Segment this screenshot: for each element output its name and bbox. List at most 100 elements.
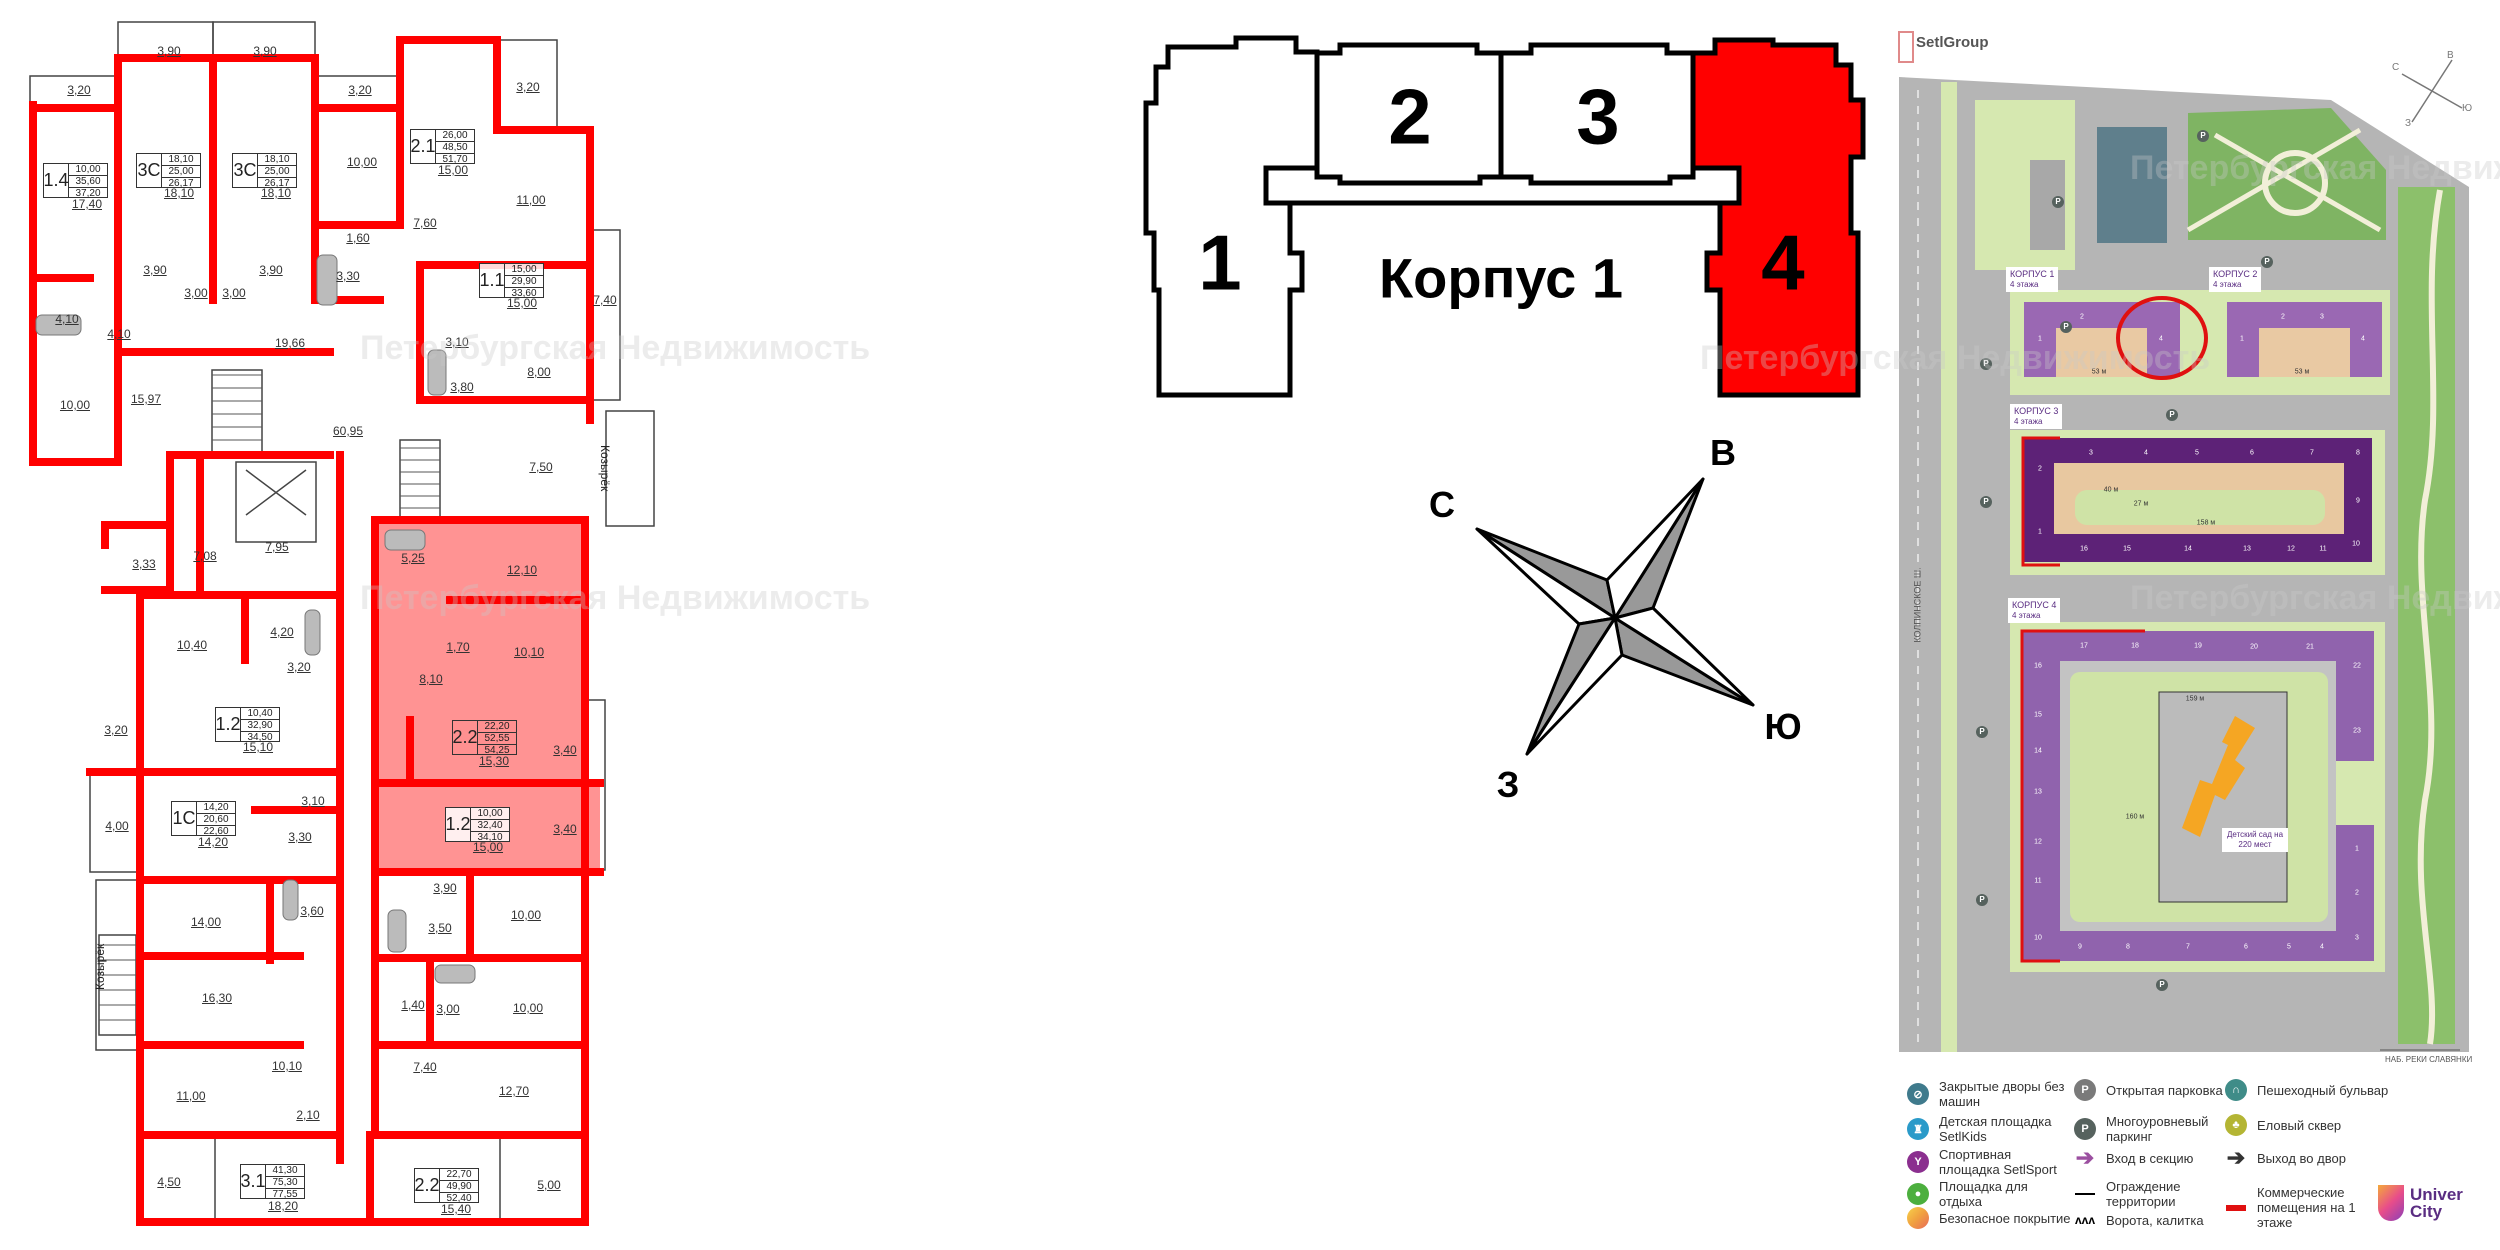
apartment-area-value: 20,60 [197, 814, 235, 826]
apartment-area-value: 32,90 [241, 720, 279, 732]
korpus-2-building [2227, 302, 2382, 377]
building-section-number: 10 [2352, 540, 2360, 548]
building-section-number: 1 [2038, 528, 2042, 536]
apartment-area-value: 51,70 [442, 154, 468, 165]
room-area-label: 4,50 [157, 1175, 181, 1189]
room-area-label: 4,10 [107, 327, 131, 341]
apartment-area-value: 35,60 [69, 176, 107, 188]
section-entrance-arrow-icon: ➔ [2075, 1145, 2095, 1170]
apartment-area-value: 26,17 [168, 178, 194, 189]
kindergarten-building [2182, 716, 2255, 837]
key-plan-section-4[interactable] [1690, 37, 1866, 398]
kindergarten-label: Детский сад на 220 мест [2222, 828, 2288, 852]
setlgroup-logo: SetlGroup [1916, 34, 1989, 51]
room-area-label: 3,00 [436, 1002, 460, 1016]
room-area-label: 15,97 [130, 392, 162, 406]
apartment-type: 2.2 [414, 1169, 440, 1202]
room-area-label: 18,10 [260, 186, 292, 200]
bathtub-icon [384, 529, 426, 551]
building-section-number: 17 [2080, 642, 2088, 650]
room-area-label: 5,25 [401, 551, 425, 565]
building-section-number: 15 [2123, 545, 2131, 553]
apartment-type: 2.1 [410, 130, 436, 163]
building-section-number: 20 [2250, 643, 2258, 651]
room-area-label: 3,10 [445, 335, 469, 349]
dimension-label: 40 м [2103, 486, 2119, 494]
key-plan-section-3[interactable] [1498, 42, 1696, 186]
univer-city-logo-text: Univer City [2410, 1185, 2463, 1221]
legend-label: Закрытые дворы без машин [1939, 1079, 2065, 1109]
building-section-number: 2 [2038, 465, 2042, 473]
apartment-area-value: 29,90 [505, 276, 543, 288]
apartment-area-value: 52,55 [478, 733, 516, 745]
parking-icon: P [2261, 256, 2273, 268]
room-area-label: 7,08 [193, 549, 217, 563]
room-area-label: 14,20 [197, 835, 229, 849]
apartment-area-value: 25,00 [162, 166, 200, 178]
building-section-number: 9 [2078, 943, 2082, 951]
legend-item: ➔Выход во двор [2225, 1145, 2392, 1170]
apartment-area-value: 41,30 [266, 1165, 304, 1177]
room-area-label: 18,20 [267, 1199, 299, 1213]
building-section-number: 8 [2356, 449, 2360, 457]
legend-label: Многоуровневый паркинг [2106, 1114, 2209, 1144]
apartment-area-value: 34,50 [247, 732, 273, 743]
room-area-label: 3,90 [259, 263, 283, 277]
compass-rose: С В Ю З [1400, 430, 1820, 810]
room-area-label: 7,50 [529, 460, 553, 474]
building-section-number: 1 [2038, 335, 2042, 343]
safe-surface-icon [1907, 1207, 1929, 1229]
key-plan-section-1[interactable] [1143, 35, 1320, 398]
commercial-premises-icon [2225, 1197, 2247, 1219]
compass-east-label: В [1710, 432, 1736, 473]
apartment-type: 1.2 [445, 808, 471, 841]
parking-icon: P [2052, 196, 2064, 208]
apartment-area-value: 26,00 [436, 130, 474, 142]
room-area-label: 3,90 [157, 44, 181, 58]
building-section-number: 5 [2287, 943, 2291, 951]
balcony [589, 229, 621, 401]
commercial-premises-marker [2021, 436, 2060, 567]
room-area-label: 7,95 [265, 540, 289, 554]
building-section-number: 4 [2320, 943, 2324, 951]
legend-label: Ограждение территории [2106, 1179, 2181, 1209]
building-section-number: 16 [2034, 662, 2042, 670]
pedestrian-boulevard-icon: ∩ [2225, 1079, 2247, 1101]
room-area-label: 3,33 [132, 557, 156, 571]
legend-item: ⊘Закрытые дворы без машин [1907, 1079, 2074, 1109]
room-area-label: 3,50 [428, 921, 452, 935]
room-area-label: 3,20 [67, 83, 91, 97]
building-section-number: 7 [2186, 943, 2190, 951]
building-section-number: 11 [2319, 545, 2327, 553]
room-area-label: 10,00 [510, 908, 542, 922]
room-area-label: 7,40 [413, 1060, 437, 1074]
building-section-number: 4 [2159, 335, 2163, 343]
multilevel-parking-icon: P [2074, 1118, 2096, 1140]
room-area-label: 18,10 [163, 186, 195, 200]
legend-label: Еловый сквер [2257, 1117, 2342, 1133]
room-area-label: 3,80 [450, 380, 474, 394]
univer-city-logo-mark [2378, 1185, 2404, 1221]
floor-plan-walls [29, 21, 655, 1226]
room-area-label: 3,40 [553, 822, 577, 836]
building-title: Корпус 1 [1378, 246, 1624, 310]
watermark: Петербургская Недвижимость [2130, 149, 2500, 187]
dimension-label: 158 м [2196, 519, 2216, 527]
room-area-label: 8,10 [419, 672, 443, 686]
room-area-label: 3,20 [104, 723, 128, 737]
room-area-label: 2,10 [296, 1108, 320, 1122]
apartment-type: 1C [172, 802, 197, 835]
building-section-number: 18 [2131, 642, 2139, 650]
